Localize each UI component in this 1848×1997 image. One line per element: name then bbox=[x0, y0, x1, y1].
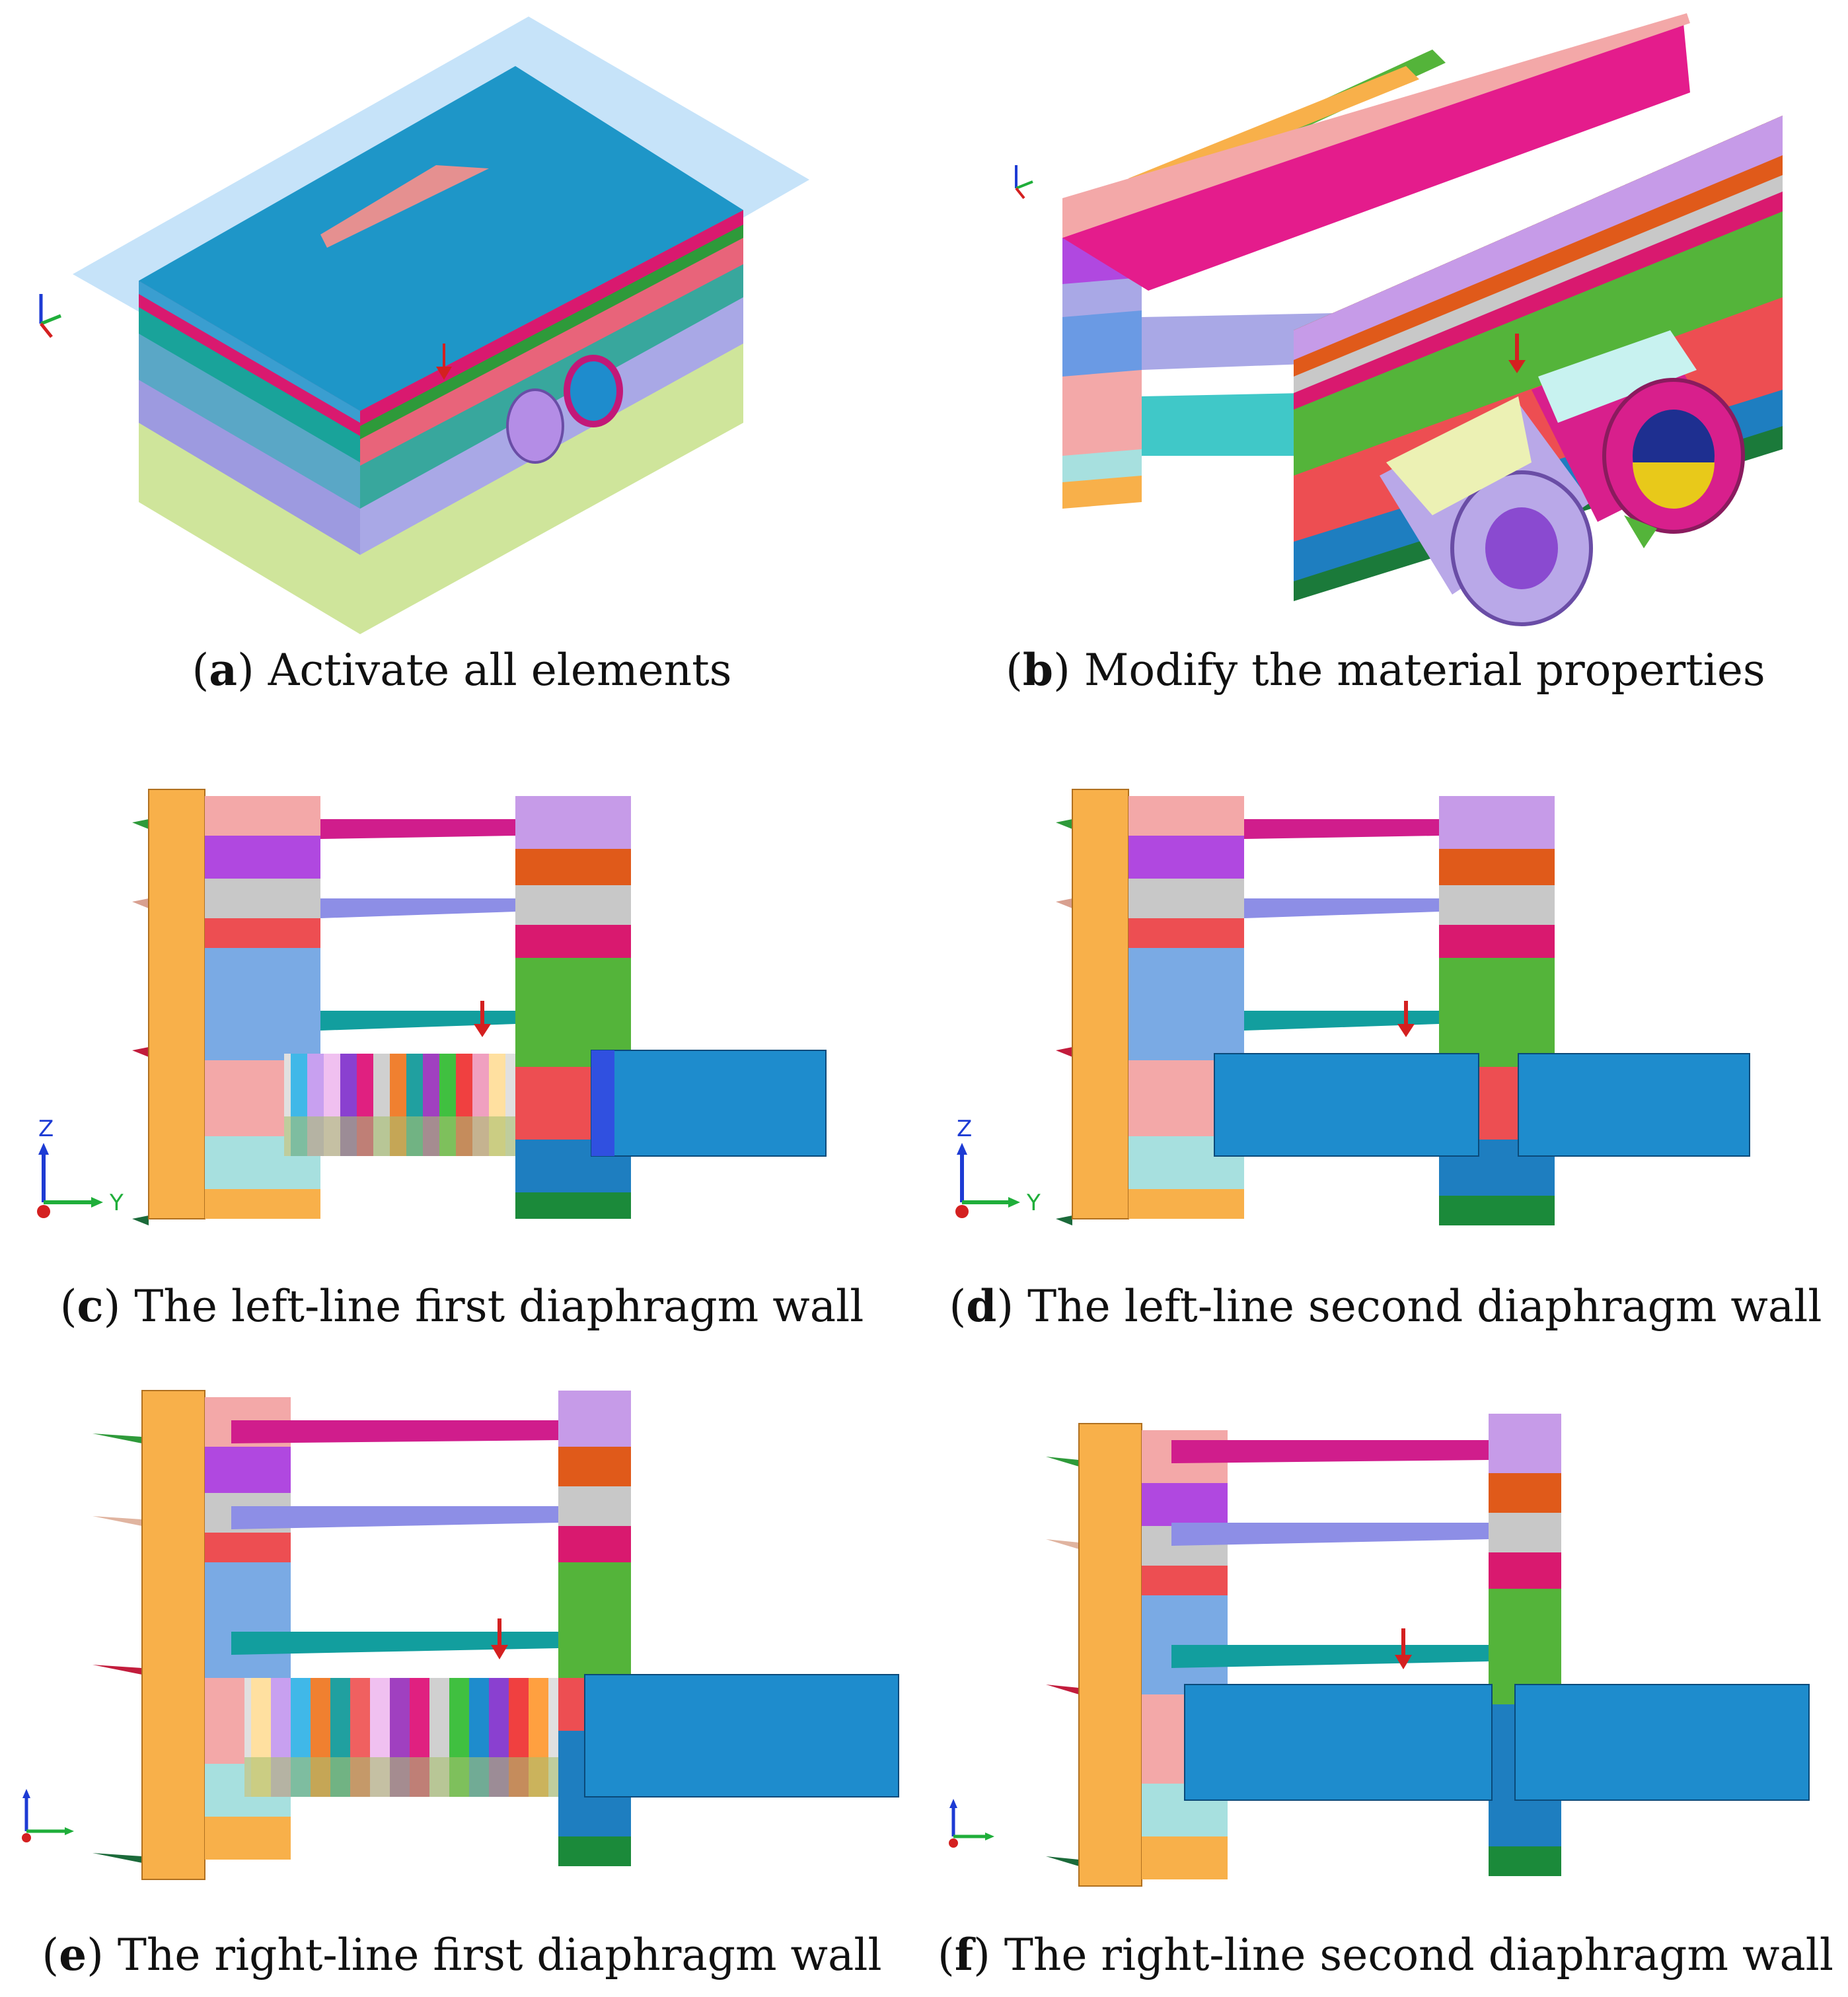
load-arrow-icon bbox=[436, 344, 452, 380]
tunnel-blue-right bbox=[1514, 1684, 1810, 1801]
load-arrow-icon bbox=[1397, 1001, 1415, 1037]
slab-lavender bbox=[231, 1506, 558, 1529]
tunnel-rings-colored bbox=[244, 1678, 558, 1797]
axis-triad-icon bbox=[949, 1799, 994, 1848]
left-diaphragm-wall bbox=[1078, 1423, 1142, 1887]
slab-magenta bbox=[320, 819, 515, 839]
soil-right-face bbox=[360, 210, 743, 634]
panel-f-model bbox=[949, 1414, 1810, 1887]
panel-c: Z Y (c) The left-line first diaphragm wa… bbox=[0, 740, 924, 1354]
slab-magenta bbox=[1171, 1440, 1489, 1463]
caption-c: (c) The left-line first diaphragm wall bbox=[59, 1280, 864, 1332]
panel-e-model bbox=[22, 1390, 899, 1880]
left-diaphragm-wall bbox=[1072, 789, 1129, 1219]
tunnel-portal-right bbox=[564, 355, 623, 427]
axis-z-label: Z bbox=[957, 1116, 972, 1142]
panel-b: (b) Modify the material properties bbox=[924, 0, 1848, 727]
slab-lavender bbox=[1244, 898, 1439, 918]
axis-z-label: Z bbox=[38, 1116, 54, 1142]
panel-b-model bbox=[1015, 13, 1783, 626]
right-diaphragm-wall bbox=[1439, 796, 1555, 1225]
slab-lavender bbox=[1171, 1523, 1489, 1546]
caption-e: (e) The right-line first diaphragm wall bbox=[42, 1929, 882, 1980]
slab-teal bbox=[1244, 1011, 1439, 1031]
slab-top bbox=[1062, 23, 1690, 291]
panel-a-model bbox=[39, 17, 809, 634]
left-diaphragm-wall bbox=[141, 1390, 205, 1880]
caption-a: (a) Activate all elements bbox=[192, 644, 732, 696]
slab-teal bbox=[1171, 1645, 1489, 1668]
load-arrow-icon bbox=[474, 1001, 491, 1037]
soil-front-face bbox=[139, 281, 360, 634]
panel-d: Z Y (d) The left-line second diaphragm w… bbox=[924, 740, 1848, 1354]
tunnel-blue bbox=[591, 1050, 827, 1157]
tunnel-blue-left bbox=[1184, 1684, 1493, 1801]
axis-triad-icon: Z Y bbox=[955, 1116, 1041, 1218]
tunnel-blue-right bbox=[1518, 1053, 1750, 1157]
axis-triad-icon bbox=[39, 294, 61, 338]
tunnel-portal-left bbox=[506, 388, 564, 464]
caption-d: (d) The left-line second diaphragm wall bbox=[949, 1280, 1822, 1332]
tunnel-blue-left bbox=[1214, 1053, 1479, 1157]
panel-a: (a) Activate all elements bbox=[0, 0, 924, 727]
soil-top-face bbox=[139, 66, 743, 411]
tunnel-right bbox=[1532, 330, 1745, 548]
axis-triad-icon: Z Y bbox=[37, 1116, 124, 1218]
axis-y-label: Y bbox=[1026, 1190, 1041, 1216]
axis-y-label: Y bbox=[109, 1190, 124, 1216]
load-arrow-icon bbox=[1395, 1628, 1412, 1669]
panel-d-model: Z Y bbox=[955, 789, 1750, 1225]
caption-b: (b) Modify the material properties bbox=[1006, 644, 1765, 696]
load-arrow-icon bbox=[491, 1618, 508, 1659]
caption-f: (f) The right-line second diaphragm wall bbox=[937, 1929, 1834, 1980]
slab-magenta bbox=[1244, 819, 1439, 839]
panel-f: (f) The right-line second diaphragm wall bbox=[924, 1374, 1848, 1997]
right-diaphragm-wall bbox=[1489, 1414, 1561, 1876]
tunnel-rings-colored bbox=[284, 1054, 515, 1156]
panel-e: (e) The right-line first diaphragm wall bbox=[0, 1374, 924, 1997]
slab-magenta bbox=[231, 1420, 558, 1443]
left-diaphragm-wall bbox=[148, 789, 205, 1219]
slab-lavender bbox=[320, 898, 515, 918]
tunnel-left bbox=[1380, 396, 1593, 626]
panel-c-model: Z Y bbox=[37, 789, 827, 1225]
excavation-outline bbox=[320, 165, 489, 248]
axis-triad-icon bbox=[1015, 165, 1033, 200]
tunnel-blue bbox=[584, 1674, 899, 1797]
load-arrow-icon bbox=[1508, 334, 1526, 373]
slab-teal bbox=[231, 1632, 558, 1655]
slab-teal bbox=[320, 1011, 515, 1031]
axis-triad-icon bbox=[22, 1789, 74, 1842]
